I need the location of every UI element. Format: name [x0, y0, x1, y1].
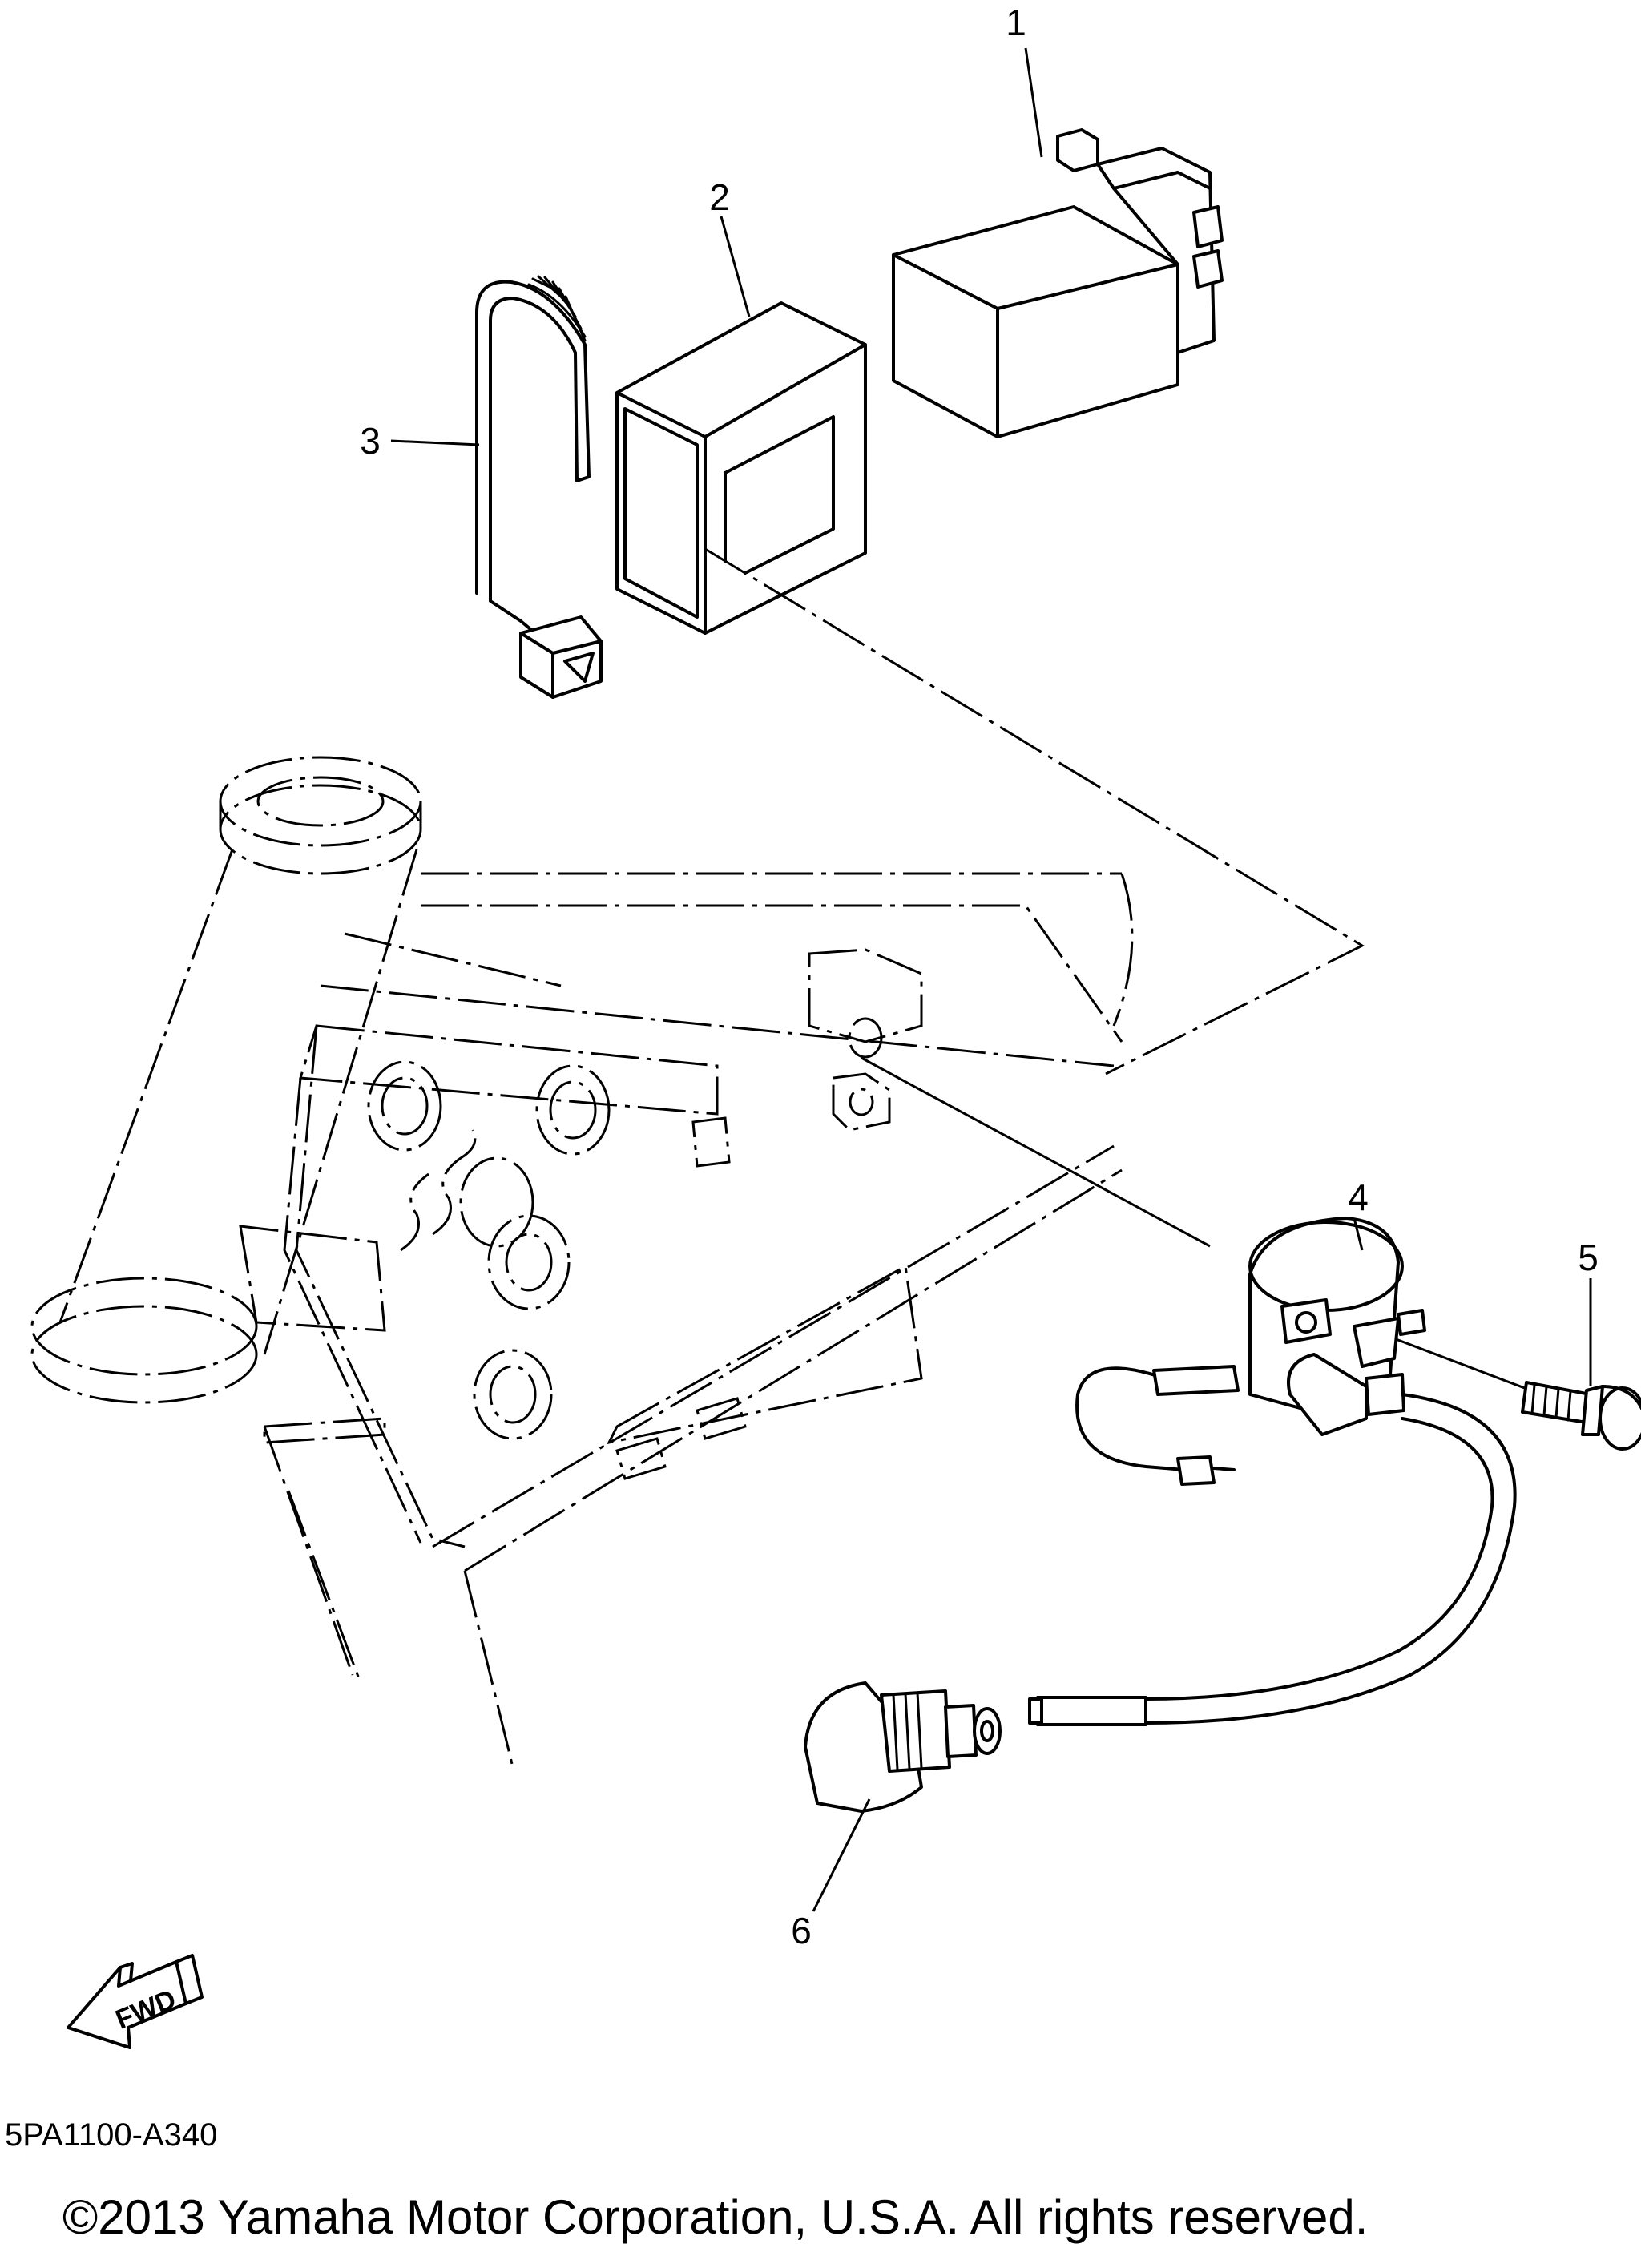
- part-2-rubber-holder: [615, 301, 867, 635]
- routing-line-coil: [861, 1056, 1211, 1248]
- callout-1: 1: [1006, 2, 1026, 43]
- part-5-bolt: [1521, 1381, 1641, 1451]
- frame-phantom: [30, 756, 1134, 1768]
- callout-5: 5: [1578, 1237, 1599, 1278]
- routing-line-cdi: [704, 547, 1365, 1075]
- callout-2: 2: [709, 176, 730, 218]
- part-6-plug-cap: [804, 1681, 1002, 1813]
- copyright-notice: ©2013 Yamaha Motor Corporation, U.S.A. A…: [62, 2190, 1369, 2244]
- leader-6: [812, 1798, 871, 1912]
- leader-1: [1024, 47, 1043, 158]
- leader-3: [390, 439, 480, 446]
- part-4-ignition-coil: [1028, 1217, 1517, 1726]
- callout-3: 3: [360, 420, 381, 462]
- callout-6: 6: [791, 1910, 812, 1951]
- part-3-band: [475, 275, 603, 699]
- callout-4: 4: [1348, 1176, 1369, 1218]
- fwd-arrow-icon: FWD: [67, 1954, 204, 2049]
- diagram-code: 5PA1100-A340: [5, 2117, 218, 2153]
- leader-4: [1353, 1217, 1364, 1251]
- leader-2: [720, 216, 751, 317]
- part-1-cdi-unit: [892, 128, 1224, 438]
